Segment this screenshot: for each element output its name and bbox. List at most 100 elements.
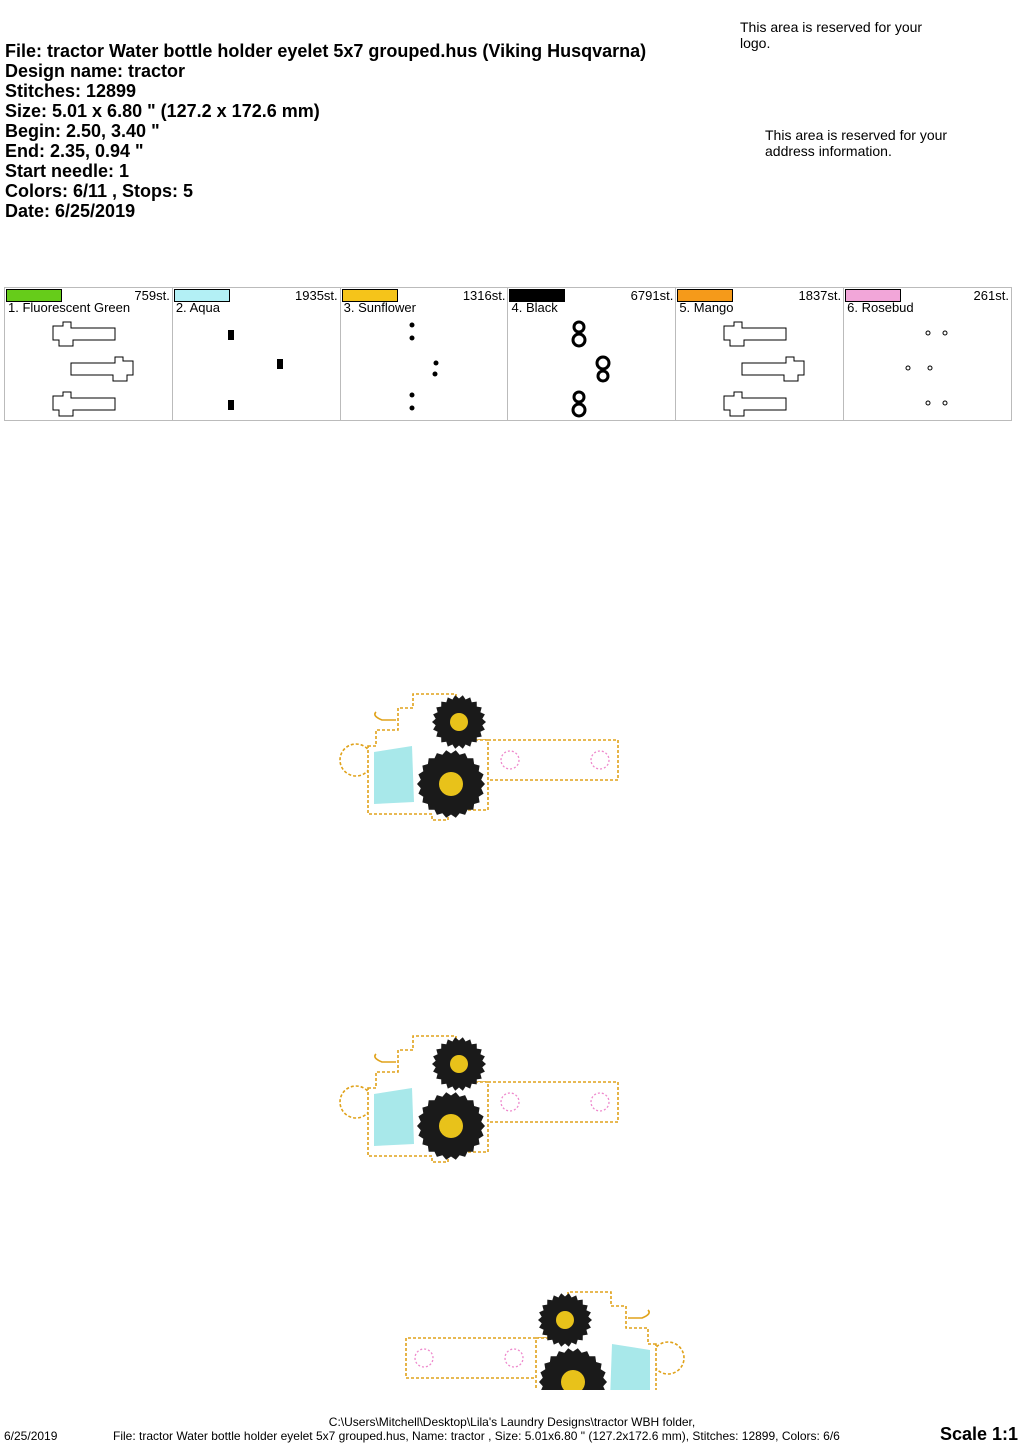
stitch-count: 1935st. — [295, 288, 338, 303]
tire-hub — [556, 1311, 574, 1329]
tire-hub — [561, 1370, 585, 1390]
stitch-count: 1316st. — [462, 288, 506, 303]
tire-ring — [572, 390, 586, 404]
tractor-holder — [405, 1291, 685, 1390]
tire-ring — [571, 332, 587, 348]
cab-window — [610, 1344, 650, 1390]
color-thumbnail — [571, 320, 611, 418]
color-name: 6. Rosebud — [847, 300, 914, 315]
color-name: 5. Mango — [679, 300, 734, 315]
tire-ring — [571, 402, 587, 418]
tractor-holder — [339, 693, 619, 821]
footer-file-info: File: tractor Water bottle holder eyelet… — [113, 1429, 840, 1443]
tractor-outline — [723, 321, 787, 347]
color-swatch — [509, 289, 566, 302]
color-sequence-table: 759st.1. Fluorescent Green 1935st. 2. Aqua… — [4, 287, 1012, 421]
size-line: Size: 5.01 x 6.80 " (127.2 x 172.6 mm) — [5, 101, 320, 121]
stitch-count: 6791st. — [630, 288, 674, 303]
eyelet-ring — [942, 400, 948, 406]
hub-dot — [409, 335, 415, 341]
file-line: File: tractor Water bottle holder eyelet… — [5, 41, 647, 61]
tire-hub — [439, 772, 463, 796]
hub-dot — [409, 392, 415, 398]
tractor-outline — [723, 391, 787, 417]
stitch-count: 261st. — [973, 288, 1009, 303]
tire-hub — [439, 1114, 463, 1138]
colors-stops-line: Colors: 6/11 , Stops: 5 — [5, 181, 194, 201]
window-block — [227, 400, 234, 410]
hub-dot — [409, 405, 415, 411]
hub-dot — [409, 322, 415, 328]
eyelet-ring — [500, 1092, 520, 1112]
tractor-outline — [52, 391, 116, 417]
outline-path — [52, 391, 116, 417]
stitch-count: 759st. — [134, 288, 170, 303]
eyelet-ring — [590, 1092, 610, 1112]
color-thumbnail — [409, 322, 439, 411]
scale-label: Scale 1:1 — [939, 1424, 1018, 1444]
footer-path: C:\Users\Mitchell\Desktop\Lila's Laundry… — [328, 1415, 696, 1429]
color-thumbnail — [723, 321, 805, 417]
tire-hub — [450, 1055, 468, 1073]
color-thumbnail — [905, 330, 948, 406]
color-cell: 1837st. 5. Mango — [676, 288, 845, 420]
color-name: 4. Black — [511, 300, 558, 315]
color-swatch — [6, 289, 62, 302]
cab-window — [374, 746, 414, 804]
color-swatch — [845, 289, 902, 302]
address-placeholder: This area is reserved for your address i… — [765, 127, 948, 159]
tractor-holder — [339, 1035, 619, 1163]
outline-path — [70, 356, 134, 382]
eyelet-ring — [942, 330, 948, 336]
stitch-count: 1837st. — [798, 288, 842, 303]
date-line: Date: 6/25/2019 — [5, 201, 136, 221]
exhaust-pipe — [628, 1309, 650, 1319]
begin-line: Begin: 2.50, 3.40 " — [5, 121, 160, 141]
eyelet-ring — [500, 750, 520, 770]
hub-dot — [433, 360, 439, 366]
outline-path — [723, 321, 787, 347]
logo-placeholder: This area is reserved for your logo. — [740, 19, 923, 51]
footer-date: 6/25/2019 — [4, 1429, 58, 1443]
window-block — [276, 359, 283, 369]
color-cell: 261st. 6. Rosebud — [844, 288, 1011, 420]
tractor-tire — [539, 1348, 607, 1390]
hub-dot — [432, 371, 438, 377]
exhaust-pipe — [374, 711, 396, 721]
color-swatch — [173, 289, 230, 302]
tire-ring — [595, 355, 611, 371]
color-name: 1. Fluorescent Green — [8, 300, 131, 315]
color-thumbnail — [52, 321, 134, 417]
tractor-outline — [52, 321, 116, 347]
window-block — [227, 330, 234, 340]
design-info: File: tractor Water bottle holder eyelet… — [5, 41, 646, 221]
design-name-line: Design name: tractor — [5, 61, 186, 81]
eyelet-ring — [414, 1348, 434, 1368]
color-swatch — [341, 289, 398, 302]
outline-path — [741, 356, 805, 382]
color-name: 3. Sunflower — [343, 300, 416, 315]
start-needle-line: Start needle: 1 — [5, 161, 130, 181]
end-line: End: 2.35, 0.94 " — [5, 141, 144, 161]
color-cell: 759st.1. Fluorescent Green — [5, 288, 173, 420]
tire-hub — [450, 713, 468, 731]
color-name: 2. Aqua — [175, 300, 220, 315]
eyelet-ring — [925, 400, 931, 406]
tractor-outline — [70, 356, 134, 382]
eyelet-ring — [590, 750, 610, 770]
eyelet-ring — [504, 1348, 524, 1368]
tire-ring — [596, 369, 610, 383]
design-preview — [339, 693, 685, 1390]
color-cell: 1935st. 2. Aqua — [173, 288, 341, 420]
eyelet-ring — [925, 330, 931, 336]
stitches-line: Stitches: 12899 — [5, 81, 137, 101]
color-cell: 1316st. 3. Sunflower — [341, 288, 509, 420]
tractor-outline — [741, 356, 805, 382]
eyelet-ring — [927, 365, 933, 371]
color-thumbnail — [227, 330, 283, 410]
color-cell: 6791st. 4. Black — [508, 288, 677, 420]
outline-path — [723, 391, 787, 417]
tire-ring — [572, 320, 586, 334]
cab-window — [374, 1088, 414, 1146]
page-footer: C:\Users\Mitchell\Desktop\Lila's Laundry… — [0, 1414, 1024, 1448]
